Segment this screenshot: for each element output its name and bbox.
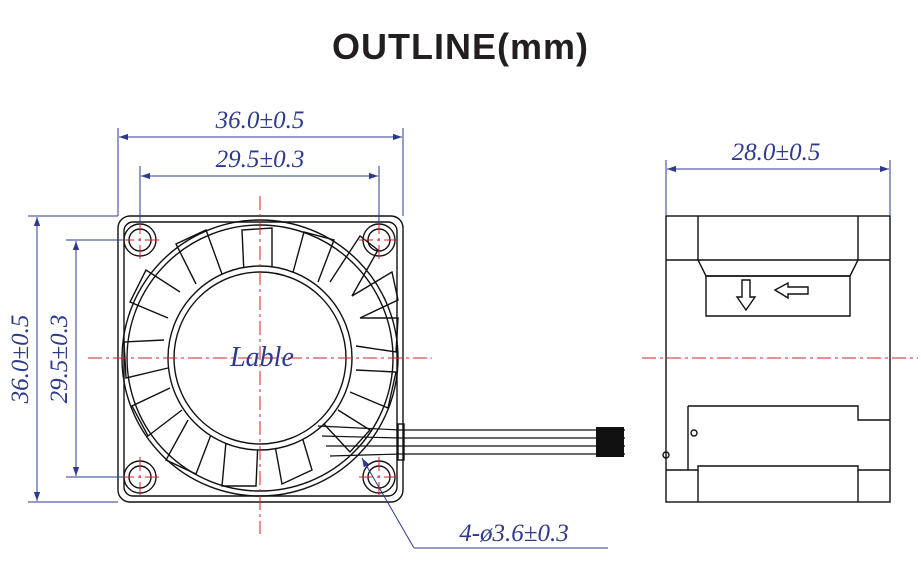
side-housing bbox=[665, 215, 891, 503]
overall-width-label: 36.0±0.5 bbox=[215, 107, 305, 134]
mounting-holes-label: 4-ø3.6±0.3 bbox=[459, 520, 569, 547]
lead-wires bbox=[317, 423, 625, 461]
front-view: 36.0±0.5 29.5±0.3 36.0±0.5 29.5±0.3 Labl… bbox=[7, 107, 625, 549]
hole-spacing-width-label: 29.5±0.3 bbox=[216, 146, 305, 173]
page-title: OUTLINE(mm) bbox=[332, 26, 589, 67]
hole-spacing-height-label: 29.5±0.3 bbox=[46, 315, 73, 404]
side-view: 28.0±0.5 bbox=[642, 139, 918, 503]
fan-blades bbox=[123, 227, 399, 487]
hub-label: Lable bbox=[229, 342, 294, 373]
airflow-arrow-icon bbox=[735, 279, 757, 312]
overall-height-label: 36.0±0.5 bbox=[7, 315, 34, 405]
rotation-arrow-icon bbox=[773, 281, 809, 300]
depth-label: 28.0±0.5 bbox=[732, 139, 821, 166]
